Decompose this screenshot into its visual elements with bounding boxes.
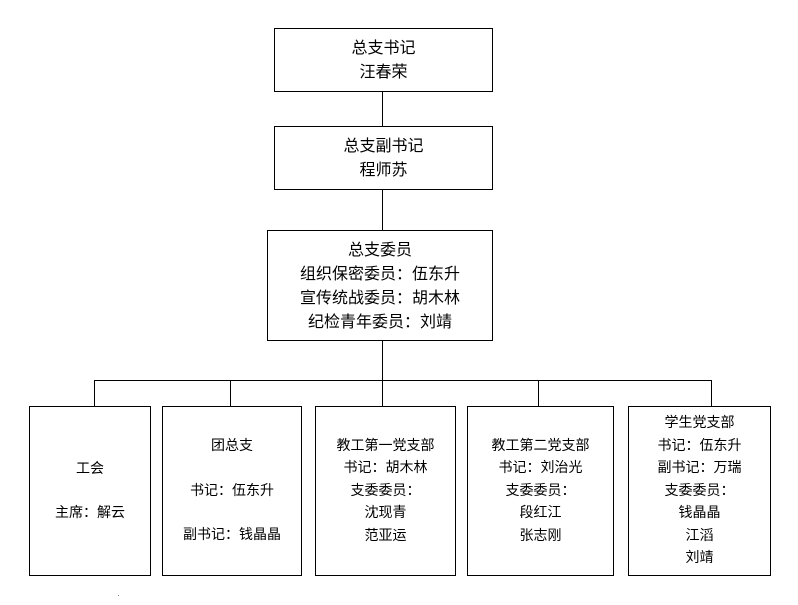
committee-member: 宣传统战委员：胡木林 — [299, 287, 460, 307]
node-branch-faculty-2: 教工第二党支部 书记：刘治光 支委委员： 段红江 张志刚 — [467, 406, 614, 576]
node-branch-union: 工会 主席：解云 — [29, 406, 151, 576]
connector-secretary-deputy — [382, 91, 383, 126]
node-person: 汪春荣 — [359, 62, 408, 81]
node-member: 支委委员： — [664, 482, 735, 499]
connector-branch-league — [230, 380, 231, 406]
connector-deputy-committee — [382, 189, 383, 230]
node-committee: 总支委员 组织保密委员：伍东升 宣传统战委员：胡木林 纪检青年委员：刘靖 — [267, 230, 493, 341]
node-person: 程师苏 — [359, 160, 408, 179]
node-title: 学生党支部 — [664, 415, 735, 432]
node-member: 刘靖 — [685, 550, 714, 567]
node-member: 副书记：钱晶晶 — [183, 527, 281, 544]
node-member: 书记：伍东升 — [190, 482, 274, 499]
node-branch-faculty-1: 教工第一党支部 书记：胡木林 支委委员： 沈现青 范亚运 — [315, 406, 456, 576]
node-branch-student: 学生党支部 书记：伍东升 副书记：万瑞 支委委员： 钱晶晶 江滔 刘靖 — [628, 406, 771, 576]
node-title: 总支书记 — [351, 38, 416, 57]
node-deputy-secretary: 总支副书记 程师苏 — [274, 126, 493, 190]
node-member: 书记：胡木林 — [343, 460, 428, 477]
node-title: 总支委员 — [347, 239, 412, 259]
stray-pixel — [118, 595, 119, 596]
node-member: 沈现青 — [364, 505, 407, 522]
node-member: 江滔 — [685, 527, 714, 544]
node-member: 副书记：万瑞 — [657, 460, 742, 477]
node-title: 教工第一党支部 — [336, 437, 435, 454]
node-title: 教工第二党支部 — [491, 437, 590, 454]
node-member: 书记：伍东升 — [657, 437, 742, 454]
node-member: 钱晶晶 — [678, 505, 721, 522]
node-branch-youth-league: 团总支 书记：伍东升 副书记：钱晶晶 — [162, 406, 302, 576]
committee-member: 纪检青年委员：刘靖 — [307, 311, 452, 331]
node-member: 张志刚 — [519, 527, 562, 544]
connector-branch-bus — [94, 380, 712, 381]
connector-branch-faculty1 — [382, 380, 383, 406]
node-member: 段红江 — [519, 505, 562, 522]
connector-committee-trunk — [382, 340, 383, 380]
node-title: 总支副书记 — [343, 136, 424, 155]
connector-branch-union — [94, 380, 95, 406]
connector-branch-student — [711, 380, 712, 406]
node-member: 书记：刘治光 — [498, 460, 583, 477]
node-member: 支委委员： — [505, 482, 576, 499]
node-member: 范亚运 — [364, 527, 407, 544]
node-member: 支委委员： — [350, 482, 421, 499]
committee-member: 组织保密委员：伍东升 — [299, 263, 460, 283]
node-member: 主席：解云 — [55, 505, 125, 521]
connector-branch-faculty2 — [538, 380, 539, 406]
node-general-secretary: 总支书记 汪春荣 — [274, 28, 493, 92]
node-title: 工会 — [76, 460, 104, 477]
node-title: 团总支 — [211, 438, 253, 455]
